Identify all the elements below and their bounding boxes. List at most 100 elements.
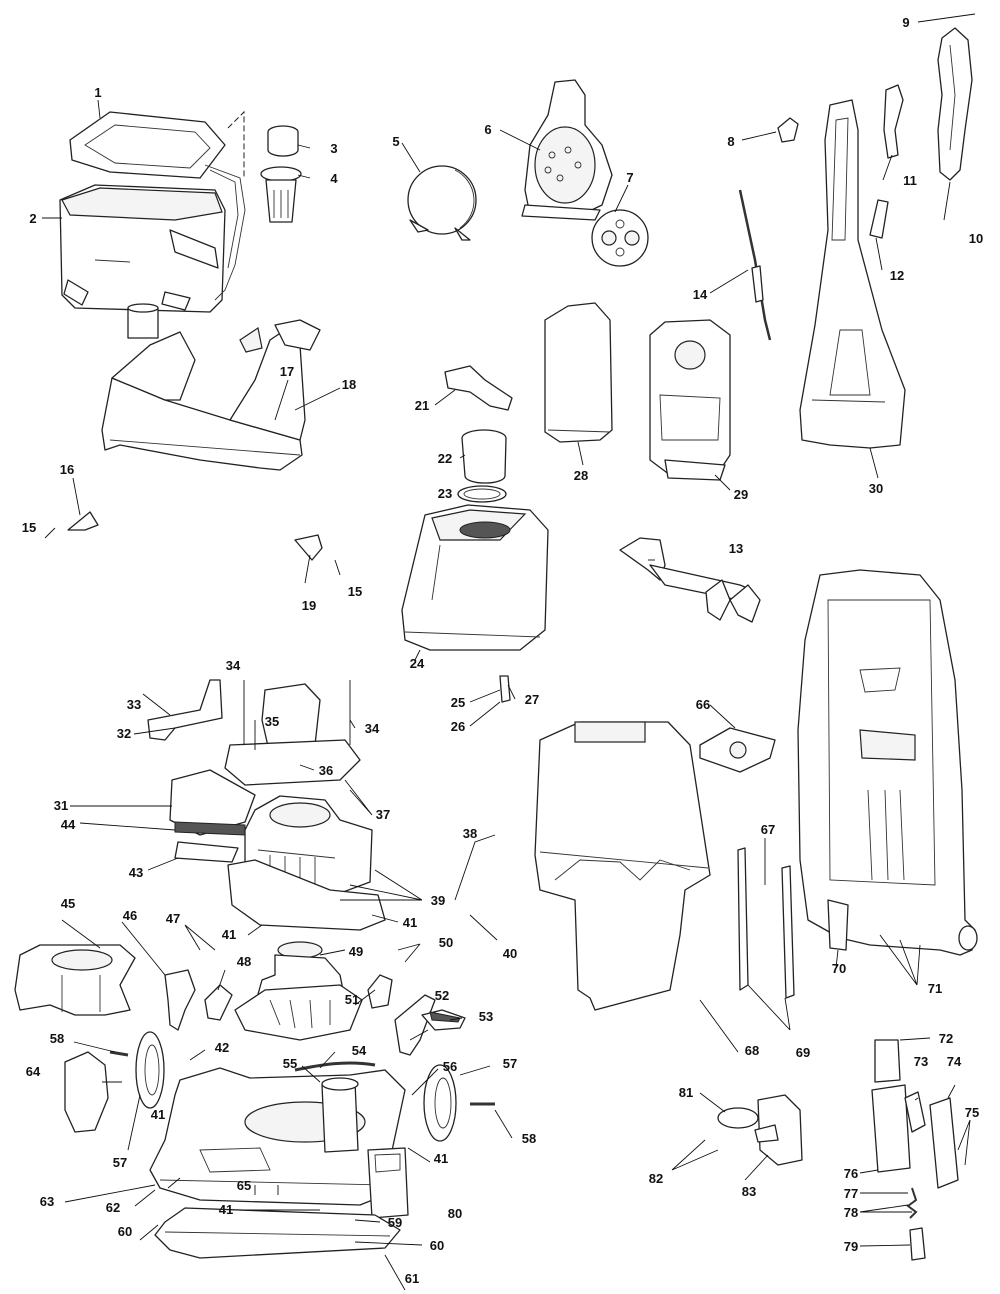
part-spring <box>906 1187 918 1219</box>
part-pin <box>917 13 976 23</box>
label-76: 76 <box>844 1166 858 1181</box>
label-66: 66 <box>696 697 710 712</box>
label-75: 75 <box>965 1105 979 1120</box>
part-grip <box>717 1107 759 1129</box>
label-41c: 41 <box>151 1107 165 1122</box>
part-brush-motor <box>234 941 363 1041</box>
label-55: 55 <box>283 1056 297 1071</box>
label-26: 26 <box>451 719 465 734</box>
label-42: 42 <box>215 1040 229 1055</box>
part-motor-cover <box>534 721 711 1011</box>
label-81: 81 <box>679 1085 693 1100</box>
part-tank-cap <box>267 125 299 157</box>
label-49: 49 <box>349 944 363 959</box>
part-hose-tube <box>874 1039 901 1083</box>
part-duct <box>174 841 239 863</box>
label-2: 2 <box>29 211 36 226</box>
part-release-rod <box>738 189 772 341</box>
callout-labels: 1 2 3 4 5 6 7 8 9 10 11 12 13 14 15 16 1… <box>22 15 983 1286</box>
label-78: 78 <box>844 1205 858 1220</box>
label-37: 37 <box>376 807 390 822</box>
part-grip-housing <box>757 1094 803 1166</box>
label-3: 3 <box>330 141 337 156</box>
part-access-door <box>367 1147 409 1219</box>
parts <box>14 13 978 1261</box>
label-67: 67 <box>761 822 775 837</box>
label-61: 61 <box>405 1271 419 1286</box>
label-34: 34 <box>226 658 241 673</box>
label-52: 52 <box>435 988 449 1003</box>
part-handle-spring <box>869 199 889 239</box>
label-35: 35 <box>265 714 279 729</box>
label-41d: 41 <box>434 1151 448 1166</box>
part-switch <box>164 969 196 1031</box>
label-34b: 34 <box>365 721 380 736</box>
part-side-cover <box>64 1051 109 1133</box>
part-actuator <box>204 984 233 1021</box>
part-nozzle-cap-left <box>67 511 99 531</box>
part-reel-housing <box>521 79 613 221</box>
label-68: 68 <box>745 1043 759 1058</box>
label-9: 9 <box>902 15 909 30</box>
label-7: 7 <box>626 170 633 185</box>
part-float-valve <box>499 675 511 703</box>
label-23: 23 <box>438 486 452 501</box>
part-hose-door <box>904 1091 926 1133</box>
label-58a: 58 <box>50 1031 64 1046</box>
label-54: 54 <box>352 1043 367 1058</box>
label-60a: 60 <box>118 1224 132 1239</box>
label-15: 15 <box>22 520 36 535</box>
label-24: 24 <box>410 656 425 671</box>
leader-lines <box>42 99 971 1291</box>
label-4: 4 <box>330 171 338 186</box>
label-29: 29 <box>734 487 748 502</box>
label-25: 25 <box>451 695 465 710</box>
label-63: 63 <box>40 1194 54 1209</box>
label-45: 45 <box>61 896 75 911</box>
label-13: 13 <box>729 541 743 556</box>
part-motor-base <box>227 859 386 931</box>
label-40: 40 <box>503 946 517 961</box>
label-12: 12 <box>890 268 904 283</box>
part-hose-housing <box>871 1084 911 1173</box>
part-hose-cover <box>929 1097 959 1189</box>
label-80: 80 <box>448 1206 462 1221</box>
part-valve-arm <box>394 994 436 1056</box>
label-33: 33 <box>127 697 141 712</box>
label-83: 83 <box>742 1184 756 1199</box>
label-58b: 58 <box>522 1131 536 1146</box>
label-41b: 41 <box>403 915 417 930</box>
label-79: 79 <box>844 1239 858 1254</box>
part-latch <box>444 365 513 411</box>
label-57a: 57 <box>503 1056 517 1071</box>
label-38: 38 <box>463 826 477 841</box>
part-filter-assembly <box>461 429 507 484</box>
label-31: 31 <box>54 798 68 813</box>
label-36: 36 <box>319 763 333 778</box>
label-59: 59 <box>388 1215 402 1230</box>
label-60b: 60 <box>430 1238 444 1253</box>
part-tank-valve <box>260 166 302 223</box>
label-41e: 41 <box>219 1202 233 1217</box>
label-27: 27 <box>525 692 539 707</box>
label-64: 64 <box>26 1064 41 1079</box>
label-21: 21 <box>415 398 429 413</box>
part-tank-bracket <box>649 319 731 481</box>
part-base <box>149 1067 406 1206</box>
label-43: 43 <box>129 865 143 880</box>
part-rail-left <box>737 847 749 991</box>
label-73: 73 <box>914 1054 928 1069</box>
part-trigger <box>883 84 904 159</box>
label-82: 82 <box>649 1171 663 1186</box>
label-16: 16 <box>60 462 74 477</box>
label-15b: 15 <box>348 584 362 599</box>
label-53: 53 <box>479 1009 493 1024</box>
part-seal-ring <box>457 485 507 503</box>
label-30: 30 <box>869 481 883 496</box>
part-motor-mount <box>224 739 361 786</box>
part-hose-nozzle <box>909 1227 926 1261</box>
label-47: 47 <box>166 911 180 926</box>
part-front-nozzle <box>101 319 321 471</box>
part-pulley-cover <box>407 165 477 241</box>
